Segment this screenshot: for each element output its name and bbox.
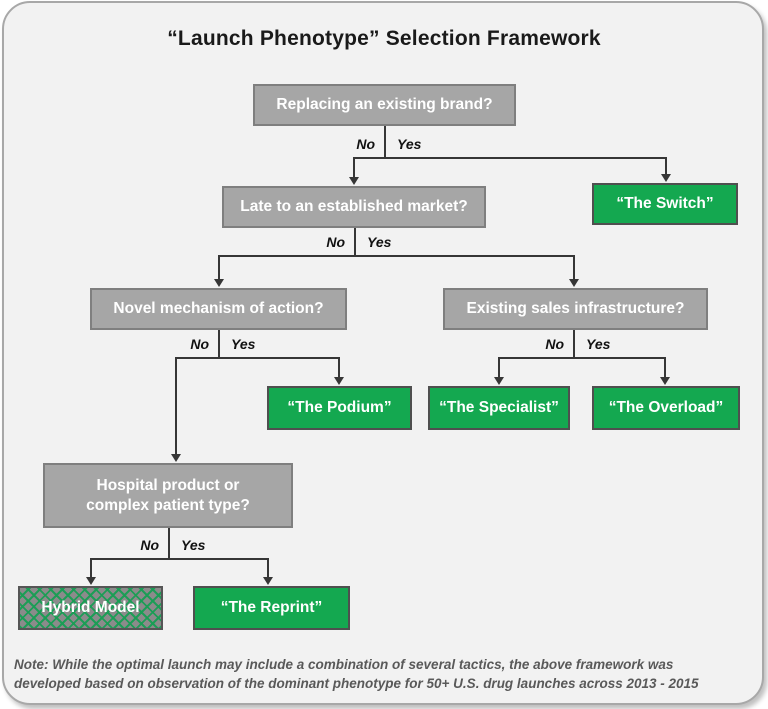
connector-replacing-cross [353, 157, 666, 159]
connector-replacing-stem [384, 126, 386, 157]
arrowhead-to-hospital-product [171, 454, 181, 462]
edge-label-yes: Yes [367, 234, 392, 250]
node-the-specialist: “The Specialist” [428, 386, 570, 430]
connector-replacing-no-drop [353, 157, 355, 178]
connector-sales-stem [573, 330, 575, 357]
connector-late-no-drop [218, 255, 220, 280]
connector-novel-cross [175, 357, 339, 359]
edge-label-no: No [356, 136, 375, 152]
connector-hospital-stem [168, 528, 170, 558]
connector-hospital-no-drop [90, 558, 92, 578]
node-hybrid-model: Hybrid Model [18, 586, 163, 630]
edge-label-yes: Yes [397, 136, 422, 152]
arrowhead-to-sales-infrastructure [569, 279, 579, 287]
footnote-line-1: Note: While the optimal launch may inclu… [14, 657, 674, 672]
edge-label-yes: Yes [586, 336, 611, 352]
connector-hospital-yes-drop [267, 558, 269, 578]
arrowhead-to-switch [661, 174, 671, 182]
connector-novel-stem [218, 330, 220, 357]
node-sales-infrastructure: Existing sales infrastructure? [443, 288, 708, 330]
connector-sales-no-drop [498, 357, 500, 378]
node-novel-mechanism: Novel mechanism of action? [90, 288, 347, 330]
arrowhead-to-specialist [494, 377, 504, 385]
node-the-podium: “The Podium” [267, 386, 412, 430]
edge-label-no: No [140, 537, 159, 553]
arrowhead-to-late-market [349, 177, 359, 185]
node-late-market: Late to an established market? [222, 186, 486, 228]
edge-label-no: No [326, 234, 345, 250]
connector-novel-yes-drop [338, 357, 340, 378]
connector-sales-yes-drop [664, 357, 666, 378]
arrowhead-to-hybrid-model [86, 577, 96, 585]
connector-late-yes-drop [573, 255, 575, 280]
page-title: “Launch Phenotype” Selection Framework [167, 27, 601, 50]
connector-sales-cross [498, 357, 666, 359]
arrowhead-to-novel-mechanism [214, 279, 224, 287]
footnote: Note: While the optimal launch may inclu… [14, 656, 736, 693]
node-the-reprint: “The Reprint” [193, 586, 350, 630]
arrowhead-to-reprint [263, 577, 273, 585]
connector-replacing-yes-drop [665, 157, 667, 175]
node-the-overload: “The Overload” [592, 386, 740, 430]
edge-label-no: No [190, 336, 209, 352]
arrowhead-to-overload [660, 377, 670, 385]
connector-late-cross [218, 255, 574, 257]
connector-novel-no-drop [175, 357, 177, 455]
arrowhead-to-podium [334, 377, 344, 385]
connector-hospital-cross [90, 558, 268, 560]
edge-label-yes: Yes [231, 336, 256, 352]
node-replacing-brand: Replacing an existing brand? [253, 84, 516, 126]
node-the-switch: “The Switch” [592, 183, 738, 225]
footnote-line-2: developed based on observation of the do… [14, 675, 699, 691]
edge-label-yes: Yes [181, 537, 206, 553]
edge-label-no: No [545, 336, 564, 352]
connector-late-stem [354, 228, 356, 255]
node-hospital-product: Hospital product or complex patient type… [43, 463, 293, 528]
